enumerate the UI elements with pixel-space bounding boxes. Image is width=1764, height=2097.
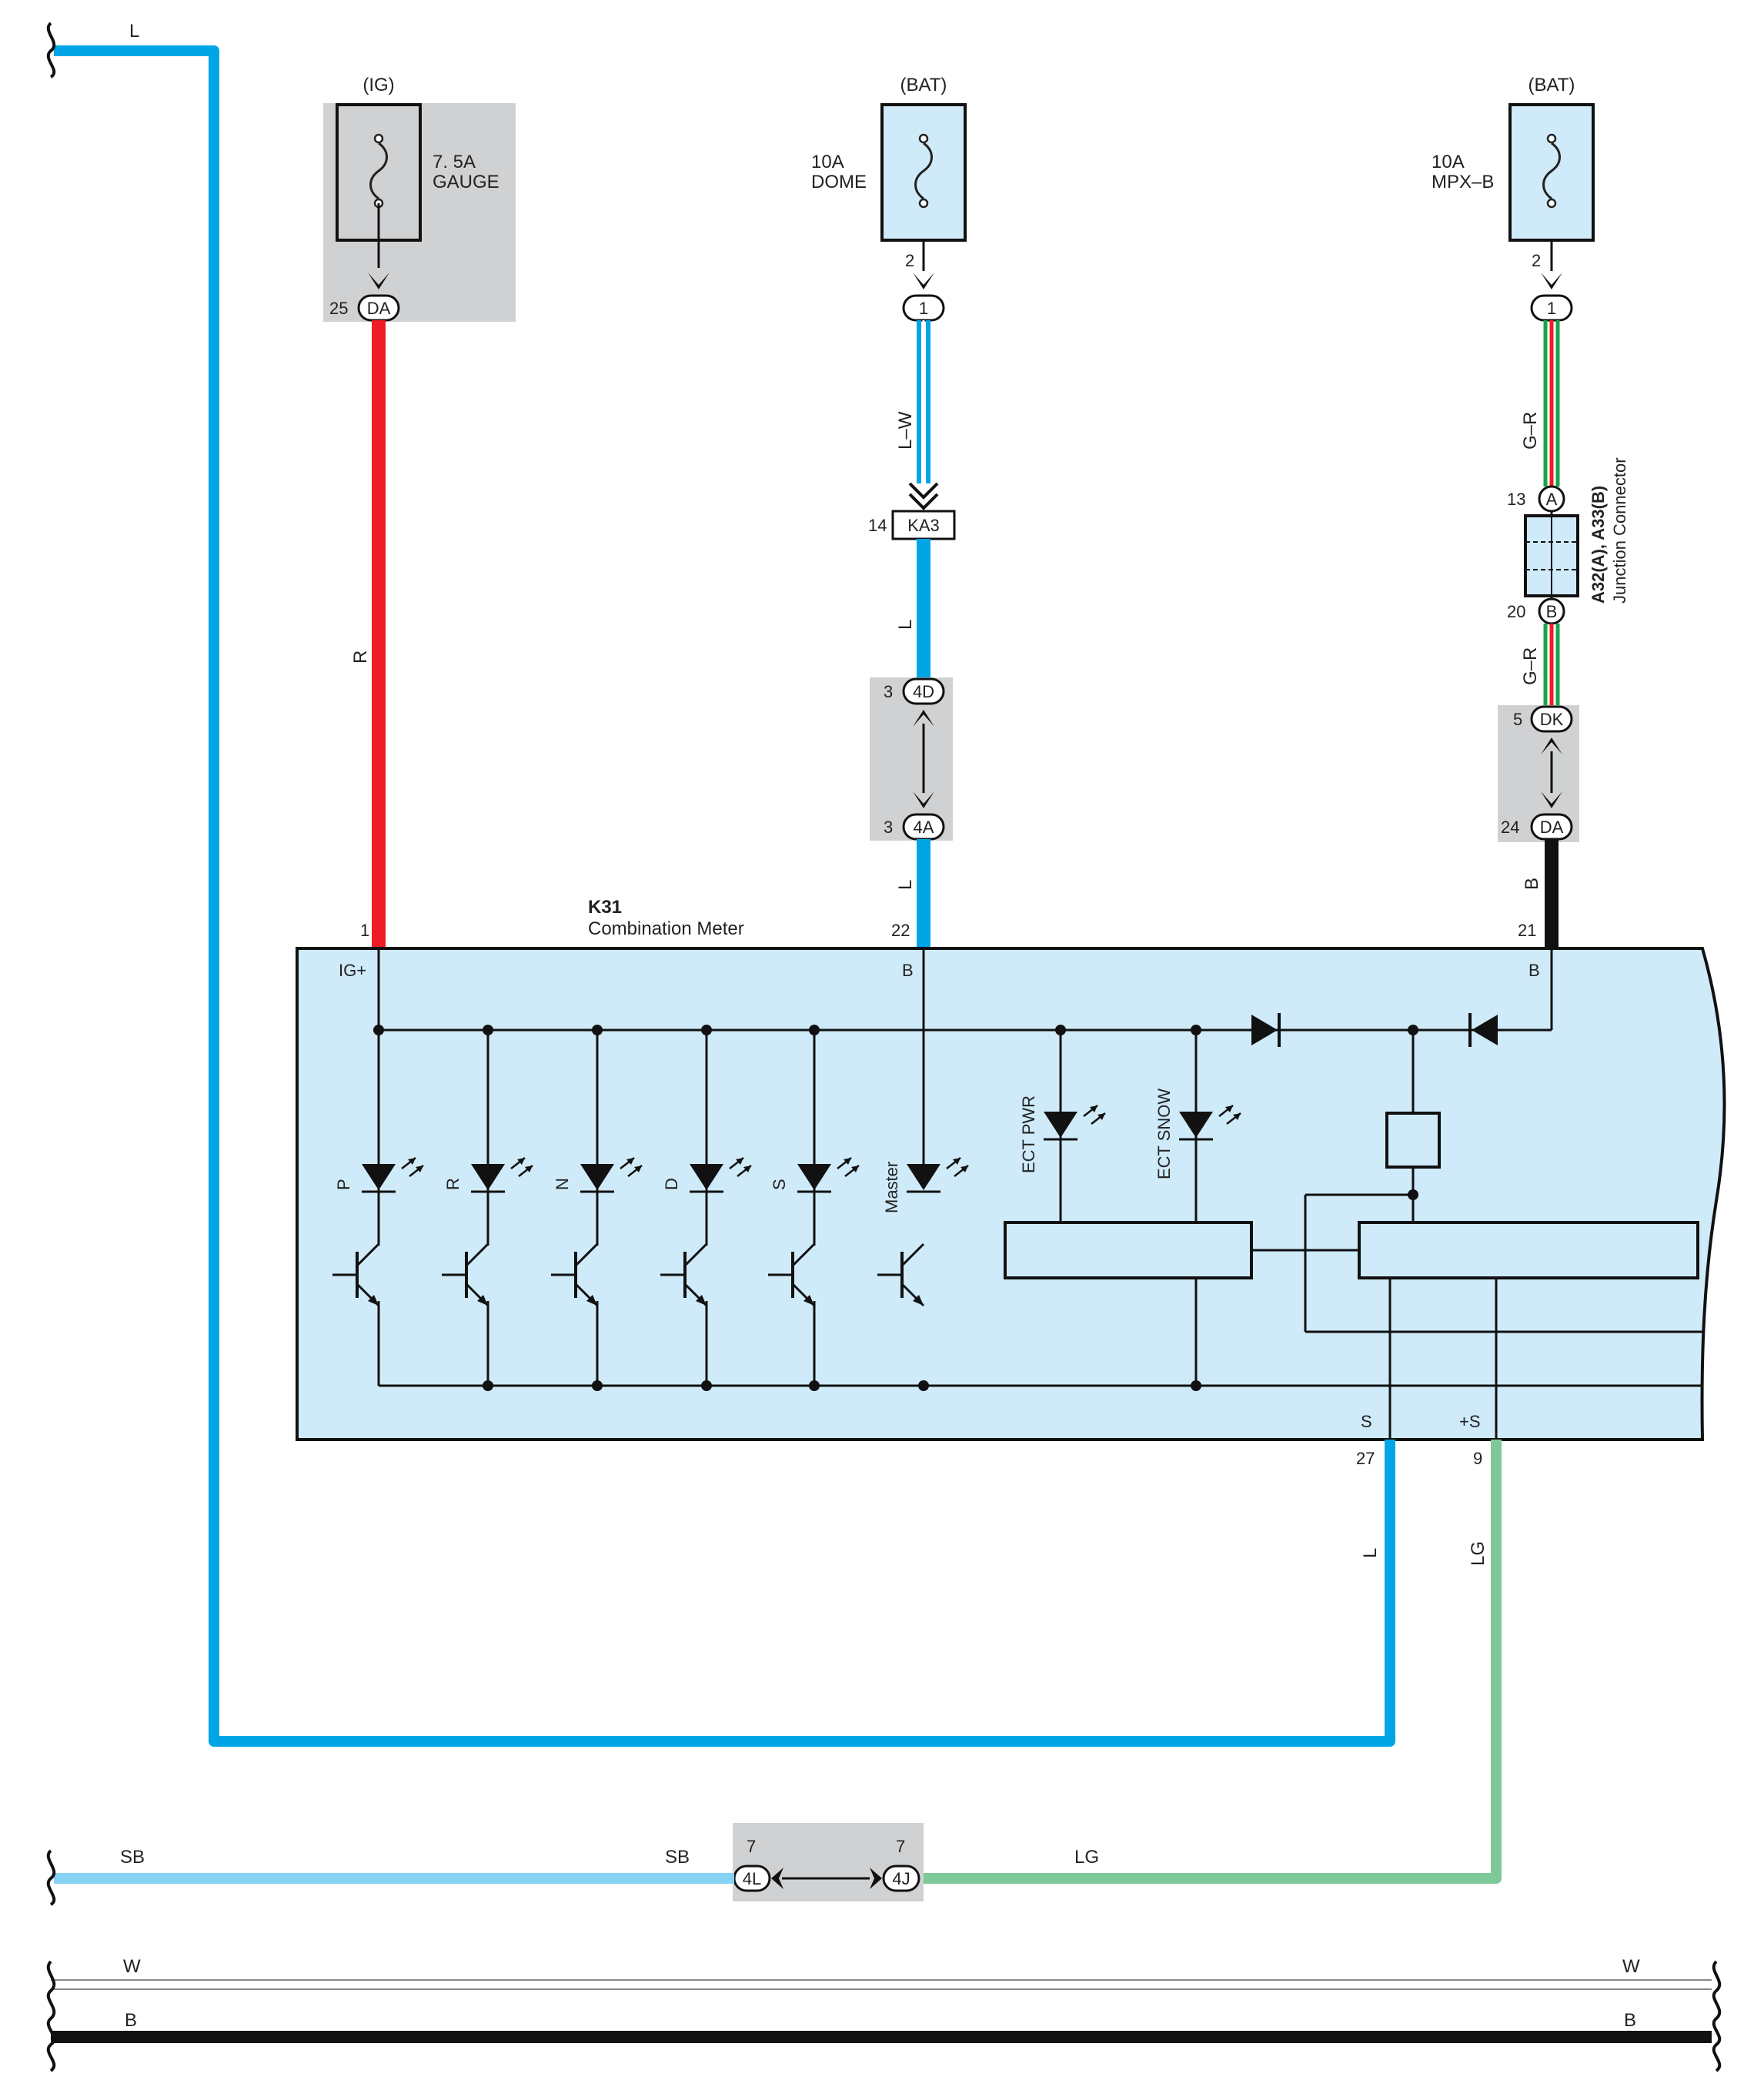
meter-junction-dots: [373, 1025, 1418, 1391]
fuse-gauge-source: (IG): [362, 75, 394, 95]
junction-connector: A 13 B 20 A32(A), A33(B) Junction Connec…: [1507, 457, 1629, 625]
wire-label-w-left: W: [123, 1956, 141, 1977]
fuse-dome-rating: 10A: [811, 152, 844, 172]
conn-ka3: [891, 510, 956, 540]
led-label-r: R: [443, 1178, 463, 1190]
conn-da-bot-pin: 24: [1501, 818, 1519, 837]
meter-term-b2: B: [1528, 961, 1540, 980]
conn-dk: DK: [1540, 710, 1564, 729]
wire-label-l-s: L: [1360, 1548, 1381, 1558]
conn-da-top-pin: 25: [329, 299, 348, 318]
wire-lg: [924, 1440, 1502, 1884]
led-label-p: P: [334, 1179, 353, 1190]
meter-term-ps: +S: [1459, 1412, 1481, 1431]
conn-ka3-pin: 14: [868, 516, 887, 535]
diode-2: [1468, 1013, 1498, 1047]
diode-1: [1251, 1013, 1281, 1047]
wire-label-g-r-lower: G–R: [1520, 647, 1541, 685]
wire-label-g-r-upper: G–R: [1520, 412, 1541, 450]
wire-label-sb-left: SB: [120, 1847, 145, 1868]
wire-label-lg-vert: LG: [1468, 1541, 1488, 1566]
conn-4l-4j: 4L 7 4J 7: [733, 1823, 924, 1901]
wire-l-top: L: [46, 21, 1395, 1747]
meter-pin-b2: 21: [1518, 921, 1536, 940]
conn-4a: 4A: [914, 818, 934, 837]
meter-pin-s: 27: [1356, 1449, 1375, 1468]
fuse-dome-pin: 2: [905, 251, 914, 270]
wire-label-l-top: L: [129, 21, 139, 42]
conn-da-top: DA: [367, 299, 391, 318]
led-label-ect-pwr: ECT PWR: [1019, 1095, 1038, 1173]
wire-label-b-left: B: [125, 2010, 137, 2031]
conn-jc-a-pin: 13: [1507, 490, 1525, 509]
conn-4d: 4D: [913, 682, 934, 701]
meter-pin-ps: 9: [1473, 1449, 1482, 1468]
conn-mpx-1: 1: [1547, 299, 1556, 318]
conn-ka3-label: KA3: [907, 516, 940, 535]
conn-dome-1: 1: [919, 299, 928, 318]
conn-4d-pin: 3: [884, 682, 893, 701]
fuse-mpx-pin: 2: [1532, 251, 1541, 270]
conn-jc-a: A: [1546, 490, 1558, 509]
meter-pin-ig: 1: [360, 921, 369, 940]
fuse-mpx-rating: 10A: [1432, 152, 1465, 172]
meter-term-b1: B: [902, 961, 914, 980]
meter-term-s: S: [1361, 1412, 1372, 1431]
conn-4j: 4J: [892, 1869, 910, 1888]
conn-da-bot: DA: [1540, 818, 1564, 837]
wire-label-l-w: L–W: [895, 411, 916, 450]
conn-4a-pin: 3: [884, 818, 893, 837]
wire-label-w-right: W: [1622, 1956, 1640, 1977]
wire-label-l-dome-low: L: [895, 880, 916, 890]
led-label-s: S: [770, 1179, 789, 1190]
meter-pin-b1: 22: [891, 921, 910, 940]
wire-l-w: L–W: [895, 320, 930, 483]
wire-label-b-right: B: [1624, 2010, 1636, 2031]
meter-term-ig: IG+: [339, 961, 366, 980]
combination-meter-box: [296, 947, 1726, 1441]
conn-jc-b-pin: 20: [1507, 602, 1525, 621]
fuse-gauge-rating: 7. 5A: [433, 152, 476, 172]
led-label-d: D: [662, 1178, 681, 1190]
conn-jc-b: B: [1546, 602, 1558, 621]
junction-title: A32(A), A33(B): [1589, 486, 1608, 604]
junction-subtitle: Junction Connector: [1610, 457, 1629, 604]
meter-id: K31: [588, 897, 622, 918]
conn-4l: 4L: [743, 1869, 761, 1888]
wire-label-sb-right: SB: [665, 1847, 690, 1868]
fuse-mpx: (BAT) 10A MPX–B 2 1: [1432, 75, 1595, 322]
wire-g-r-lower: G–R: [1520, 624, 1560, 707]
fuse-gauge: (IG) 7. 5A GAUGE DA 25: [323, 75, 516, 322]
conn-dk-pin: 5: [1513, 710, 1522, 729]
fuse-dome: (BAT) 10A DOME 2 1: [811, 75, 967, 322]
meter-name: Combination Meter: [588, 918, 744, 939]
fuse-gauge-name: GAUGE: [433, 172, 499, 192]
fuse-dome-source: (BAT): [900, 75, 947, 95]
fuse-dome-name: DOME: [811, 172, 867, 192]
led-label-n: N: [553, 1178, 572, 1190]
fuse-mpx-source: (BAT): [1528, 75, 1575, 95]
conn-4l-pin: 7: [747, 1837, 756, 1856]
wire-label-b-mpx: B: [1522, 878, 1542, 890]
conn-4j-pin: 7: [896, 1837, 905, 1856]
conn-dk-da: DK 5 DA 24: [1498, 705, 1579, 842]
led-label-ect-snow: ECT SNOW: [1154, 1089, 1174, 1179]
meter-internal-circuit: [377, 948, 1702, 1440]
led-label-master: Master: [882, 1162, 901, 1213]
wire-label-r: R: [350, 651, 371, 664]
wire-g-r-upper: G–R: [1520, 320, 1560, 487]
wire-label-l-dome-mid: L: [895, 620, 916, 630]
conn-4d-4a: 4D 3 4A 3: [870, 677, 953, 841]
wire-label-lg-bottom: LG: [1074, 1847, 1099, 1868]
fuse-mpx-name: MPX–B: [1432, 172, 1494, 192]
